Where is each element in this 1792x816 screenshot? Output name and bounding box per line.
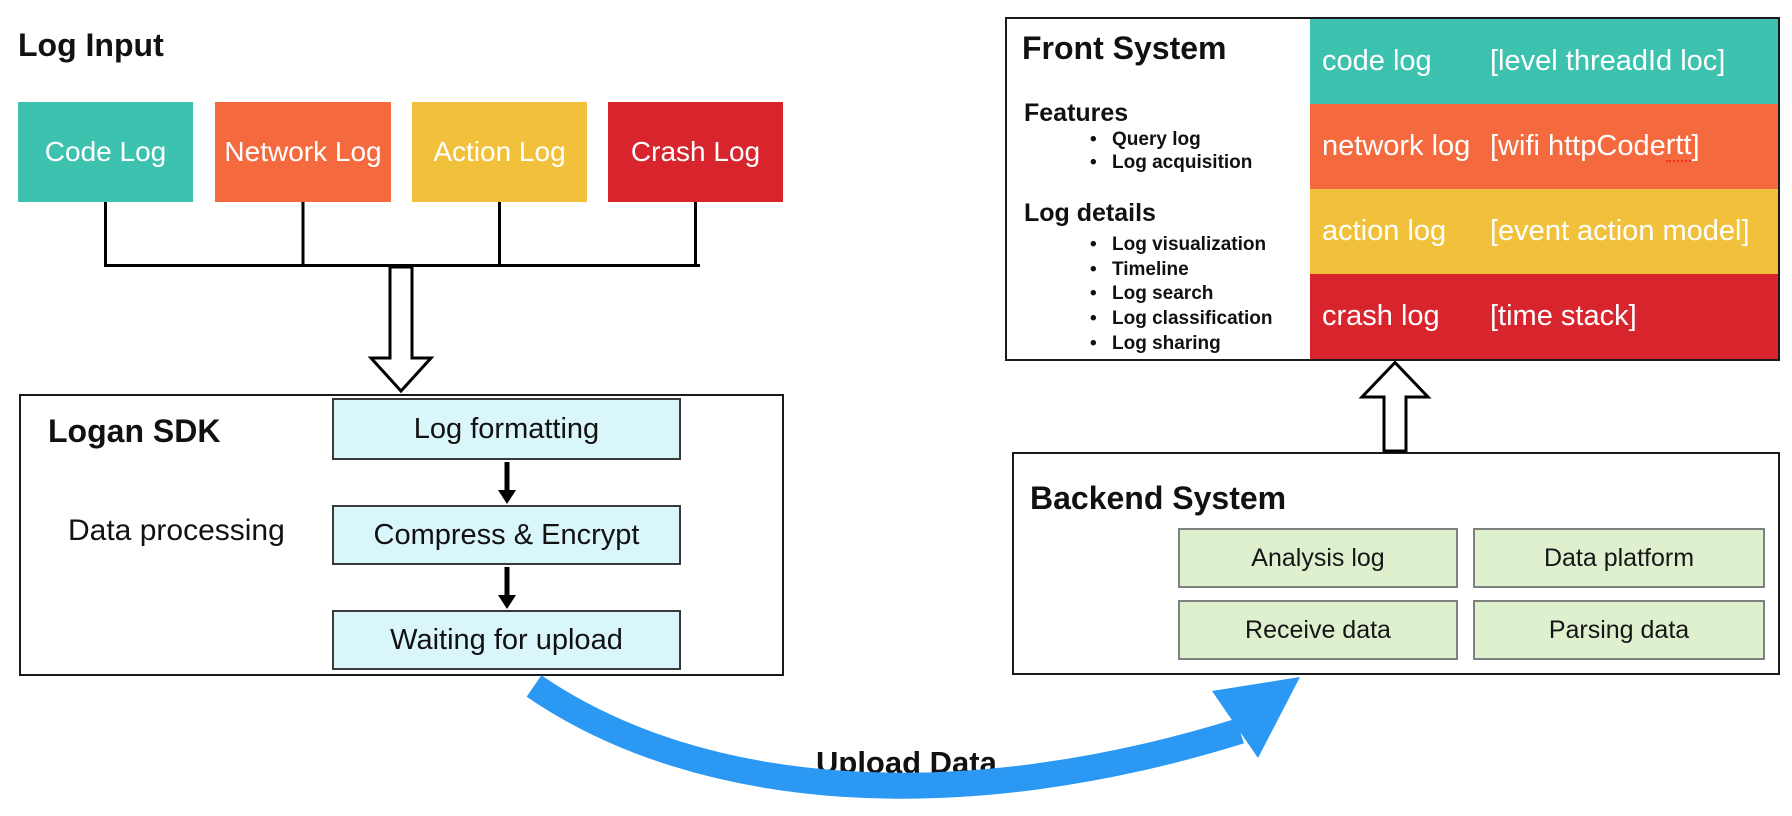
backend-system-title: Backend System	[1030, 480, 1287, 516]
logan-sdk-title: Logan SDK	[48, 413, 221, 449]
feature-item: Log acquisition	[1080, 151, 1310, 174]
backend-box-analysis-log: Analysis log	[1178, 528, 1458, 588]
front-system-title: Front System	[1022, 30, 1227, 66]
row-code-log: code log [level threadId loc]	[1310, 19, 1778, 104]
process-step-log-formatting: Log formatting	[332, 398, 681, 460]
input-box-label: Crash Log	[630, 136, 761, 167]
log-input-title: Log Input	[18, 27, 164, 63]
row-name: code log	[1322, 45, 1432, 77]
front-system-box: Front System Features Query log Log acqu…	[1005, 17, 1780, 361]
input-box-network-log: Network Log	[215, 102, 391, 202]
log-detail-item: Log classification	[1080, 307, 1310, 332]
log-details-list: Log visualization Timeline Log search Lo…	[1080, 233, 1310, 357]
backend-system-box: Backend System Analysis log Data platfor…	[1012, 452, 1780, 675]
upload-arrow-head	[1212, 677, 1300, 758]
log-detail-item: Log search	[1080, 282, 1310, 307]
process-step-compress-encrypt: Compress & Encrypt	[332, 505, 681, 565]
input-box-crash-log: Crash Log	[608, 102, 783, 202]
row-name: network log	[1322, 130, 1471, 162]
logan-sdk-box: Logan SDK Data processing Log formatting…	[19, 394, 784, 676]
input-box-label: Network Log	[224, 136, 382, 167]
log-type-rows: code log [level threadId loc] network lo…	[1310, 19, 1778, 359]
row-detail: [level threadId loc]	[1490, 45, 1726, 77]
input-box-code-log: Code Log	[18, 102, 193, 202]
row-action-log: action log [event action model]	[1310, 189, 1778, 274]
flow-down-arrow	[367, 265, 435, 394]
backend-box-parsing-data: Parsing data	[1473, 600, 1765, 660]
row-network-log: network log [wifi httpCode rtt]	[1310, 104, 1778, 189]
input-box-action-log: Action Log	[412, 102, 587, 202]
row-crash-log: crash log [time stack]	[1310, 274, 1778, 359]
features-heading: Features	[1024, 99, 1129, 127]
input-box-label: Action Log	[433, 136, 566, 167]
log-details-heading: Log details	[1024, 199, 1156, 227]
log-detail-item: Log sharing	[1080, 332, 1310, 357]
row-name: action log	[1322, 215, 1447, 247]
flow-up-arrow	[1358, 360, 1432, 453]
log-detail-item: Log visualization	[1080, 233, 1310, 258]
backend-box-data-platform: Data platform	[1473, 528, 1765, 588]
row-detail: [event action model]	[1490, 215, 1750, 247]
feature-item: Query log	[1080, 128, 1310, 151]
data-processing-label: Data processing	[68, 514, 285, 547]
features-list: Query log Log acquisition	[1080, 128, 1310, 174]
input-connector-lines	[104, 202, 700, 267]
input-box-label: Code Log	[44, 136, 167, 167]
row-detail: [time stack]	[1490, 300, 1637, 332]
row-detail: [wifi httpCode rtt]	[1490, 129, 1700, 162]
log-detail-item: Timeline	[1080, 258, 1310, 283]
upload-data-label: Upload Data	[816, 745, 997, 780]
row-name: crash log	[1322, 300, 1440, 332]
backend-box-receive-data: Receive data	[1178, 600, 1458, 660]
process-step-waiting-upload: Waiting for upload	[332, 610, 681, 670]
